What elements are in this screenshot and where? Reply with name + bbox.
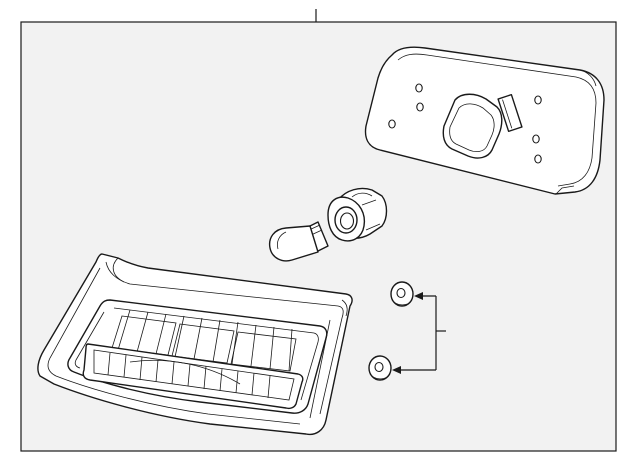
- nut-callout-bracket: [392, 292, 446, 374]
- mounting-plate: [364, 46, 605, 195]
- nut-upper: [390, 281, 414, 307]
- socket: [327, 187, 388, 242]
- bulb: [268, 221, 329, 262]
- tail-lamp-housing: [37, 253, 353, 436]
- nut-lower: [368, 355, 392, 381]
